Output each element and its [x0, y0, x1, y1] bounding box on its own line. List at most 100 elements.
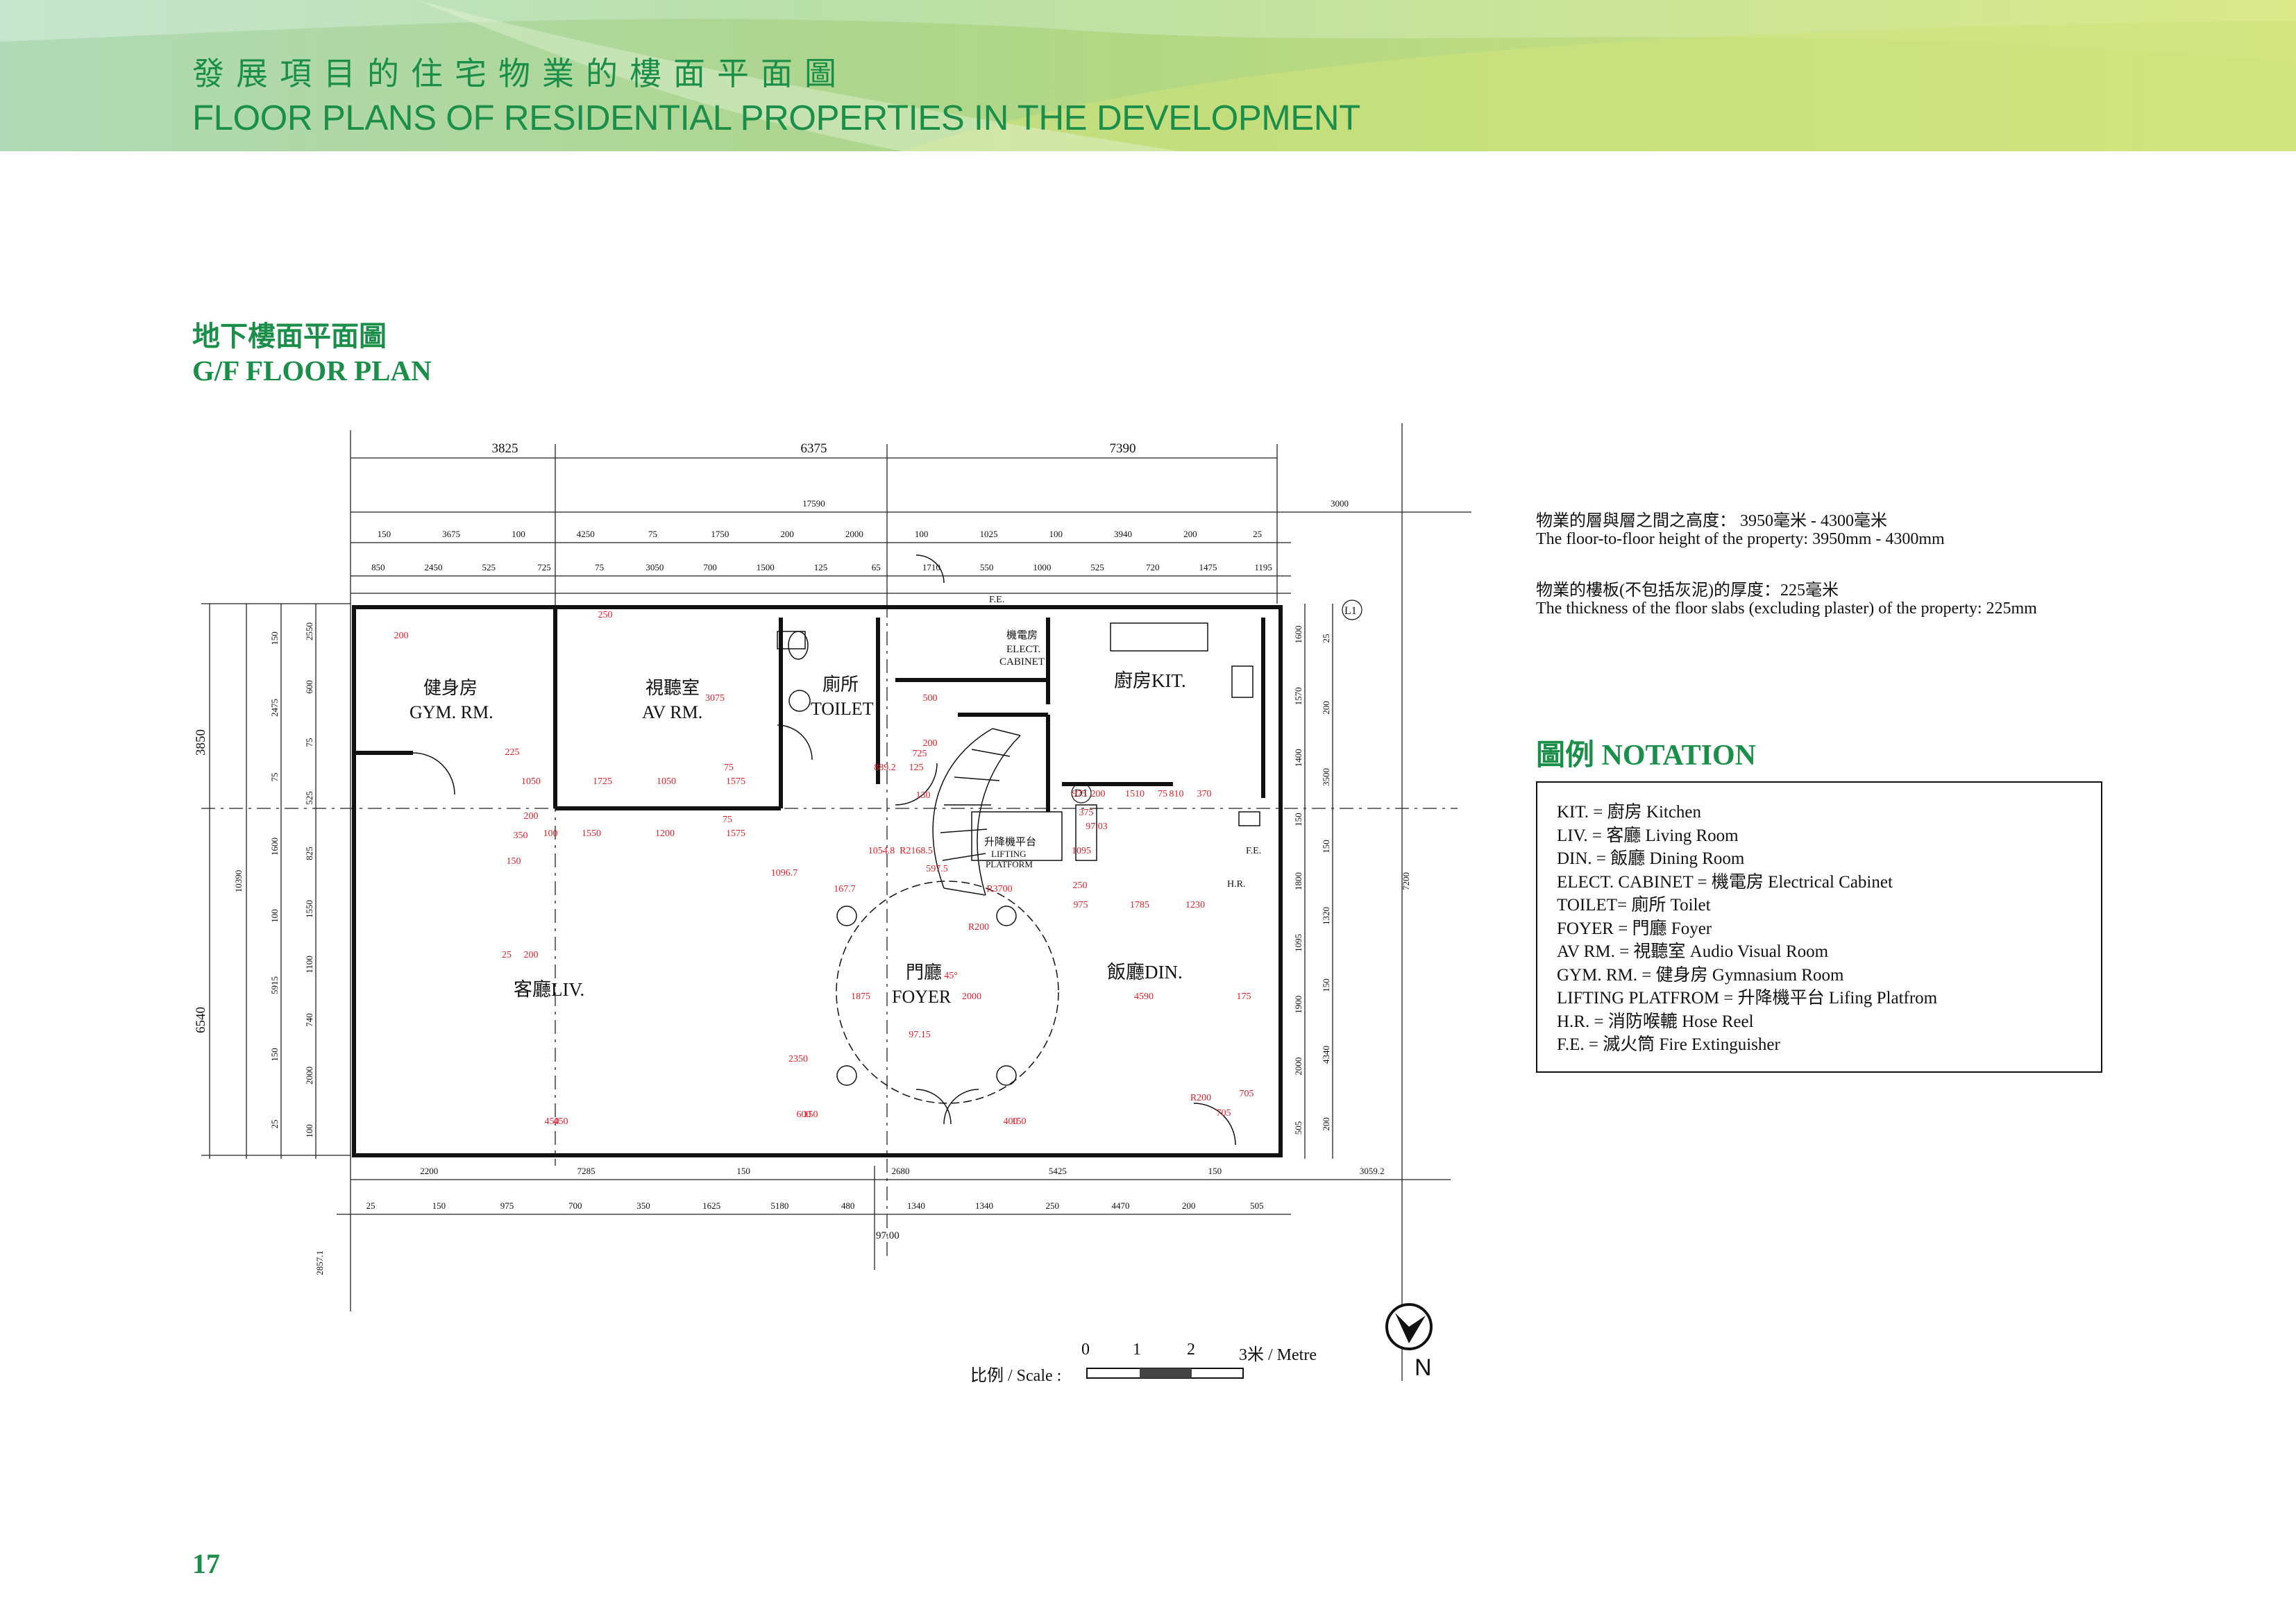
- red-dimension-label: 889.2: [874, 763, 896, 773]
- dimension-label: 75: [595, 562, 604, 572]
- red-dimension-label: 705: [1240, 1089, 1254, 1099]
- notation-item: ELECT. CABINET = 機電房 Electrical Cabinet: [1557, 872, 1893, 892]
- red-dimension-label: R200: [968, 922, 989, 933]
- dimension-label: 1025: [979, 529, 997, 539]
- floor-plan-drawing: 健身房 GYM. RM. 視聽室 AV RM. 廁所 TOILET 機電房 EL…: [194, 423, 1471, 1381]
- red-dimension-label: 125: [909, 763, 924, 773]
- red-dimension-label: 250: [598, 610, 613, 620]
- dimension-label: 2450: [425, 562, 443, 572]
- dimension-label: 3675: [442, 529, 460, 539]
- room-label-fe: F.E.: [1246, 846, 1261, 856]
- dimension-label: 150: [1293, 813, 1303, 826]
- dimension-label: 2000: [1293, 1057, 1303, 1076]
- red-dimension-label: 150: [1012, 1116, 1027, 1127]
- dimension-label: 5915: [269, 976, 280, 994]
- room-label-elect-en2: CABINET: [999, 656, 1045, 668]
- notation-item: AV RM. = 視聽室 Audio Visual Room: [1557, 942, 1829, 961]
- scale-tick-3: 3米 / Metre: [1239, 1346, 1317, 1364]
- dimension-label: 17590: [802, 498, 825, 509]
- dimension-label: 150: [269, 631, 280, 645]
- red-dimension-label: 1550: [582, 829, 601, 839]
- red-dimension-label: 705: [1217, 1108, 1231, 1119]
- dimension-lines: [201, 423, 1471, 1381]
- red-dimension-label: 1096.7: [771, 868, 798, 878]
- dimension-label: 1600: [269, 838, 280, 856]
- dimension-label: 2000: [845, 529, 863, 539]
- dimension-label: 3059.2: [1360, 1166, 1385, 1176]
- dimension-label: 150: [736, 1166, 750, 1176]
- dimension-label: 525: [304, 791, 314, 805]
- dimension-label: 10390: [233, 870, 244, 893]
- dimension-label: 2550: [304, 622, 314, 640]
- dimension-label: 1100: [304, 955, 314, 974]
- dimension-label: 3050: [645, 562, 664, 572]
- door-tag-d1: D1: [1074, 788, 1088, 799]
- dimension-label: 6540: [194, 1007, 208, 1033]
- dimension-label: 150: [1321, 978, 1331, 992]
- dimension-label: 740: [304, 1013, 314, 1027]
- red-dimension-label: 75: [723, 815, 732, 825]
- room-label-kit: 廚房KIT.: [1114, 670, 1186, 691]
- room-label-av-zh: 視聽室: [645, 678, 700, 698]
- room-label-toilet-zh: 廁所: [822, 674, 859, 695]
- red-dimension-label: 75: [1158, 789, 1167, 799]
- dimension-label: 525: [482, 562, 496, 572]
- dimension-label: 1340: [975, 1200, 993, 1211]
- dimension-label: 6375: [801, 441, 827, 456]
- dimension-label: 1400: [1293, 749, 1303, 767]
- red-dimension-label: 1510: [1125, 789, 1145, 799]
- scale-bar: [1086, 1368, 1244, 1379]
- dimension-label: 725: [537, 562, 551, 572]
- dimension-label: 505: [1250, 1200, 1264, 1211]
- red-dimension-label: 97.03: [1086, 822, 1108, 832]
- red-dimension-label: 1050: [521, 776, 541, 787]
- notation-item: TOILET= 廁所 Toilet: [1557, 896, 1711, 915]
- dimension-label: 100: [269, 909, 280, 923]
- north-arrow-icon: [1385, 1303, 1433, 1350]
- room-label-din: 飯廳DIN.: [1107, 962, 1183, 983]
- red-dimension-label: 200: [923, 738, 938, 749]
- dimension-label: 825: [304, 847, 314, 860]
- red-dimension-label: 200: [394, 631, 409, 641]
- room-label-av-en: AV RM.: [642, 702, 702, 722]
- notation-item: FOYER = 門廳 Foyer: [1557, 919, 1712, 938]
- red-dimension-label: 200: [1091, 789, 1106, 799]
- room-label-fe-top: F.E.: [989, 595, 1004, 605]
- room-label-elect-en1: ELECT.: [1006, 644, 1040, 655]
- dimension-label: 100: [1049, 529, 1063, 539]
- notation-item: F.E. = 滅火筒 Fire Extinguisher: [1557, 1035, 1780, 1054]
- dimension-label: 2000: [304, 1067, 314, 1085]
- dimension-label: 3850: [194, 729, 208, 756]
- dimension-label: 1500: [757, 562, 775, 572]
- header-banner: [0, 0, 2296, 151]
- dimension-label: 7285: [577, 1166, 596, 1176]
- room-label-foyer-en: FOYER: [892, 987, 952, 1007]
- dimension-label: 25: [1253, 529, 1262, 539]
- notation-title: 圖例 NOTATION: [1536, 740, 1756, 772]
- red-dimension-label: 25: [502, 950, 512, 960]
- dimension-label: 2200: [420, 1166, 438, 1176]
- red-dimension-label: 1785: [1130, 900, 1149, 910]
- red-dimension-label: 100: [543, 829, 558, 839]
- dimension-label: 350: [636, 1200, 650, 1211]
- dimension-label: 7390: [1110, 441, 1136, 456]
- room-label-lift-en1: LIFTING: [991, 849, 1027, 859]
- dimension-label: 5425: [1049, 1166, 1067, 1176]
- dimension-label: 3940: [1114, 529, 1132, 539]
- dimension-label: 1750: [711, 529, 729, 539]
- red-dimension-label: 450: [554, 1116, 568, 1127]
- dimension-label: 25: [366, 1200, 375, 1211]
- dimension-label: 250: [1046, 1200, 1060, 1211]
- red-dimension-label: 97.15: [909, 1030, 931, 1040]
- dimension-label: 200: [780, 529, 794, 539]
- dimension-label: 720: [1146, 562, 1160, 572]
- dimension-label: 480: [841, 1200, 855, 1211]
- plan-title-zh: 地下樓面平面圖: [192, 320, 387, 352]
- red-dimension-label: 45°: [944, 971, 958, 981]
- dimension-label: 200: [1321, 1117, 1331, 1131]
- dimension-label: 2680: [892, 1166, 910, 1176]
- red-dimension-label: 130: [916, 790, 931, 801]
- red-dimension-label: 975: [1074, 900, 1088, 910]
